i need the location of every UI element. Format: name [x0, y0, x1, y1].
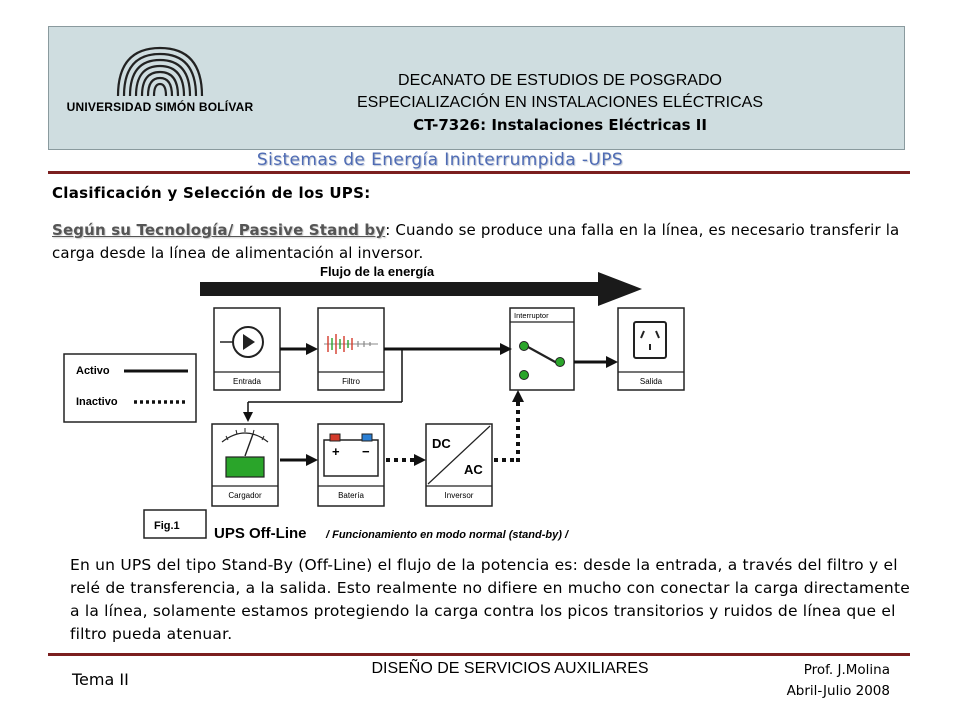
- caption-sub: / Funcionamiento en modo normal (stand-b…: [325, 529, 570, 541]
- legend-inactive-label: Inactivo: [76, 396, 118, 408]
- footer-professor: Prof. J.Molina: [803, 662, 890, 678]
- salida-label: Salida: [640, 377, 663, 386]
- battery-icon: + −: [323, 433, 379, 477]
- charger-gauge-icon: [221, 428, 269, 478]
- inversor-box: [425, 423, 493, 507]
- intro-paragraph: Según su Tecnología/ Passive Stand by: C…: [52, 219, 912, 265]
- figure-label: Fig.1: [154, 520, 180, 532]
- filtro-box: [317, 307, 385, 391]
- footer-topic: Tema II: [72, 670, 129, 689]
- technology-label: Según su Tecnología/ Passive Stand by: [52, 221, 386, 239]
- cargador-label: Cargador: [228, 491, 262, 500]
- filter-wave-icon: [324, 334, 378, 354]
- university-arches-logo-icon: [116, 46, 204, 97]
- inversor-label: Inversor: [445, 491, 474, 500]
- footer-course: DISEÑO DE SERVICIOS AUXILIARES: [371, 660, 649, 677]
- entrada-label: Entrada: [233, 377, 262, 386]
- flow-arrow-bar: [200, 282, 600, 296]
- ups-offline-diagram: Flujo de la energía Activo Inactivo Entr…: [63, 264, 685, 542]
- ac-source-icon: [220, 326, 264, 358]
- transfer-switch-icon: [519, 341, 565, 380]
- technology-description: : Cuando se produce una falla en la líne…: [52, 221, 900, 262]
- outlet-icon: [633, 321, 667, 359]
- footer-credits: Prof. J.Molina Abril-Julio 2008: [740, 660, 890, 702]
- flow-arrow-head: [598, 272, 642, 306]
- section-heading: Clasificación y Selección de los UPS:: [52, 184, 371, 202]
- legend-active-label: Activo: [76, 365, 110, 377]
- divider-bottom: [48, 653, 910, 656]
- figure-tag: [143, 509, 207, 539]
- bateria-label: Batería: [338, 491, 364, 500]
- dc-label: DC: [432, 436, 451, 451]
- interruptor-box: [509, 307, 575, 391]
- battery-plus: +: [332, 444, 340, 459]
- divider-top: [48, 171, 910, 174]
- legend-box: [63, 353, 197, 423]
- body-paragraph: En un UPS del tipo Stand-By (Off-Line) e…: [70, 556, 910, 643]
- university-name: UNIVERSIDAD SIMÓN BOLÍVAR: [66, 100, 254, 114]
- footer-period: Abril-Julio 2008: [786, 683, 890, 699]
- flow-label: Flujo de la energía: [320, 264, 435, 279]
- header-line-2: ESPECIALIZACIÓN EN INSTALACIONES ELÉCTRI…: [356, 94, 764, 111]
- header-line-1: DECANATO DE ESTUDIOS DE POSGRADO: [398, 72, 722, 89]
- course-code-title: CT-7326: Instalaciones Eléctricas II: [413, 116, 707, 134]
- filtro-label: Filtro: [342, 377, 360, 386]
- inverter-diagonal: [427, 425, 491, 485]
- caption-main: UPS Off-Line: [214, 525, 307, 542]
- interruptor-label: Interruptor: [514, 311, 549, 320]
- slide-title: Sistemas de Energía Ininterrumpida -UPS: [256, 150, 624, 170]
- ac-label: AC: [464, 462, 483, 477]
- battery-minus: −: [362, 444, 370, 459]
- header-banner: [48, 26, 905, 150]
- university-logo: UNIVERSIDAD SIMÓN BOLÍVAR: [60, 44, 260, 120]
